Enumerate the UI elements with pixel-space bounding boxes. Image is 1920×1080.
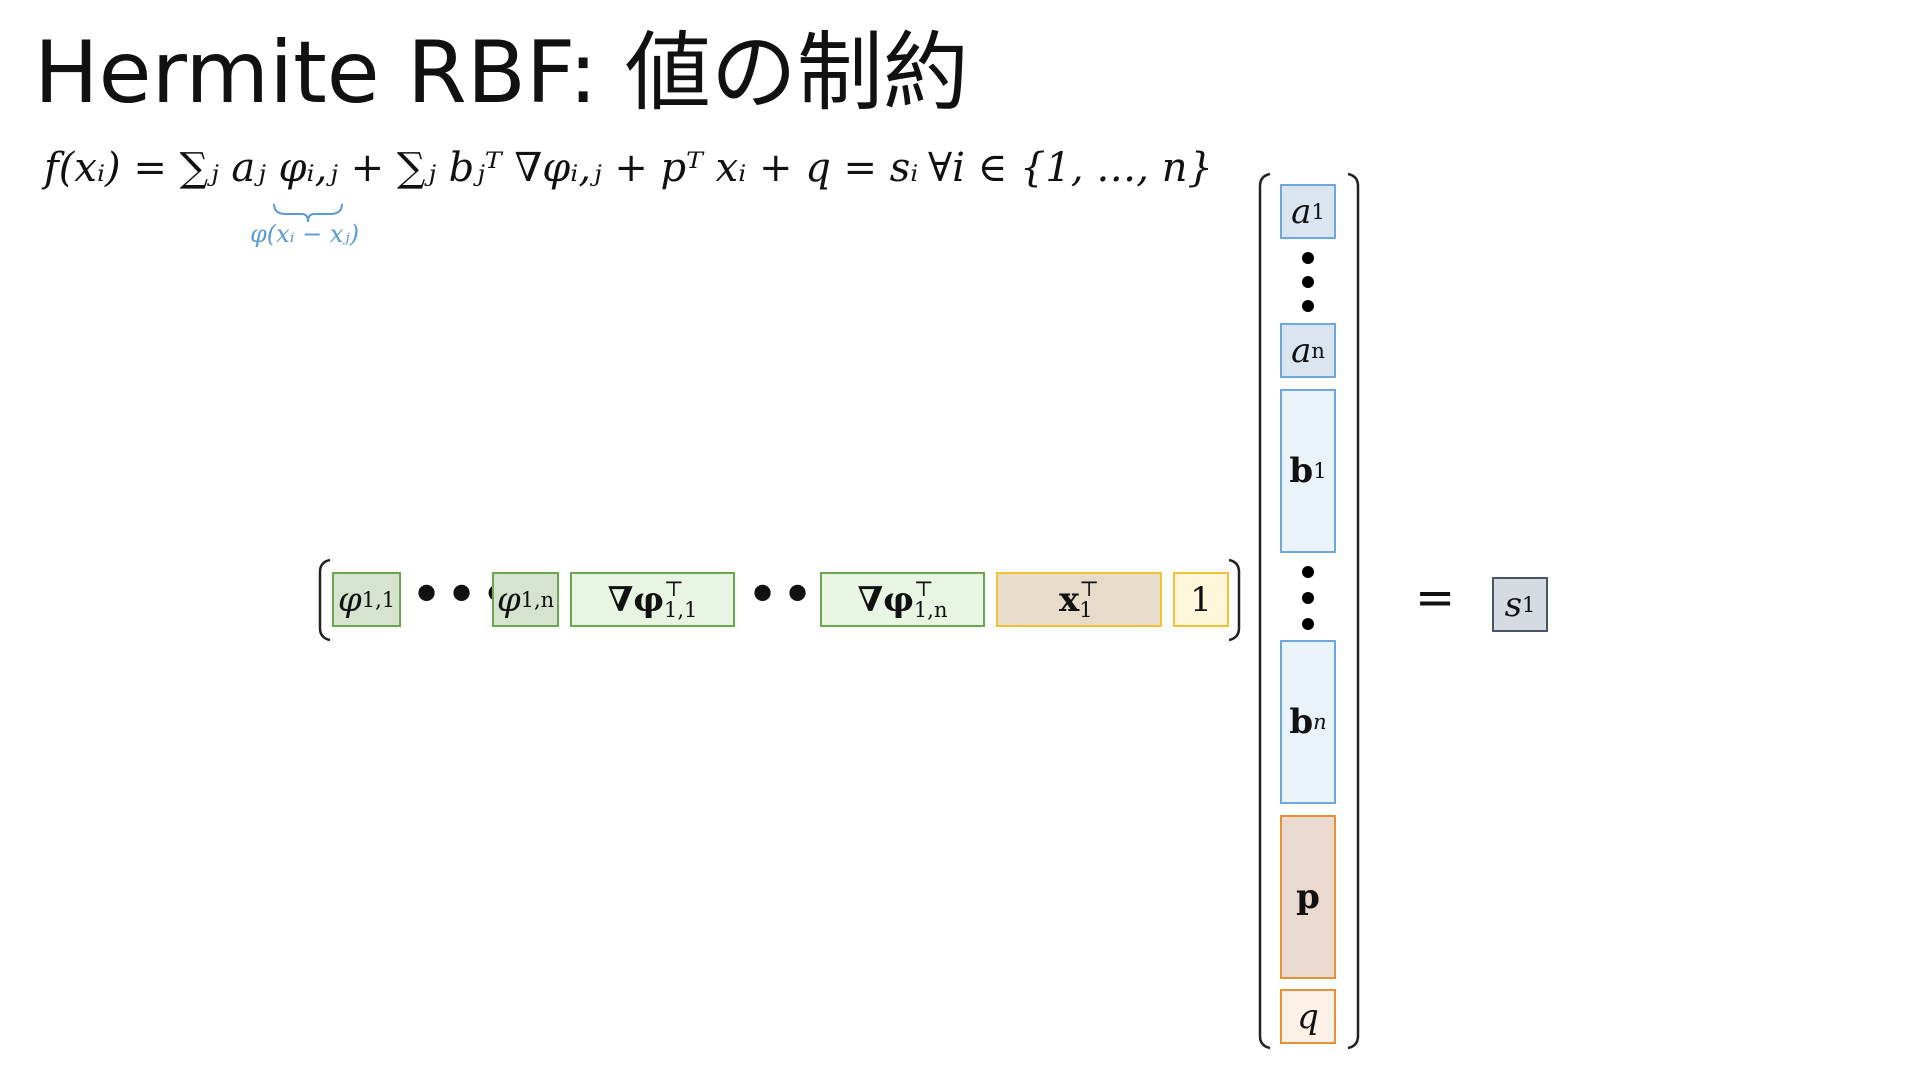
brace-annotation: φ(xᵢ − xⱼ): [250, 220, 360, 248]
quantifier: ∀i ∈ {1, …, n}: [928, 145, 1213, 191]
x-1-transpose-cell: x⊤1: [996, 572, 1162, 627]
column-vdot: [1302, 276, 1314, 288]
slide-title: Hermite RBF: 値の制約: [34, 23, 969, 123]
p-cell: p: [1280, 815, 1336, 979]
column-vdot: [1302, 252, 1314, 264]
column-vdot: [1302, 300, 1314, 312]
constraint-equation: f(xᵢ) = ∑ⱼ aⱼ φᵢ,ⱼ + ∑ⱼ bⱼᵀ ∇φᵢ,ⱼ + pᵀ x…: [44, 145, 919, 191]
one-cell: 1: [1173, 572, 1229, 627]
grad-phi-1-1-cell: ∇φ⊤1,1: [570, 572, 735, 627]
column-vdot: [1302, 566, 1314, 578]
equals-sign: =: [1415, 570, 1456, 626]
row-right-bracket: [1228, 558, 1241, 642]
q-cell: q: [1280, 989, 1336, 1044]
column-vdot: [1302, 618, 1314, 630]
underbrace-icon: [273, 203, 343, 223]
row-left-bracket: [318, 558, 331, 642]
column-vdot: [1302, 592, 1314, 604]
column-right-bracket: [1347, 172, 1360, 1050]
column-left-bracket: [1258, 172, 1271, 1050]
grad-phi-1-n-cell: ∇φ⊤1,n: [820, 572, 985, 627]
